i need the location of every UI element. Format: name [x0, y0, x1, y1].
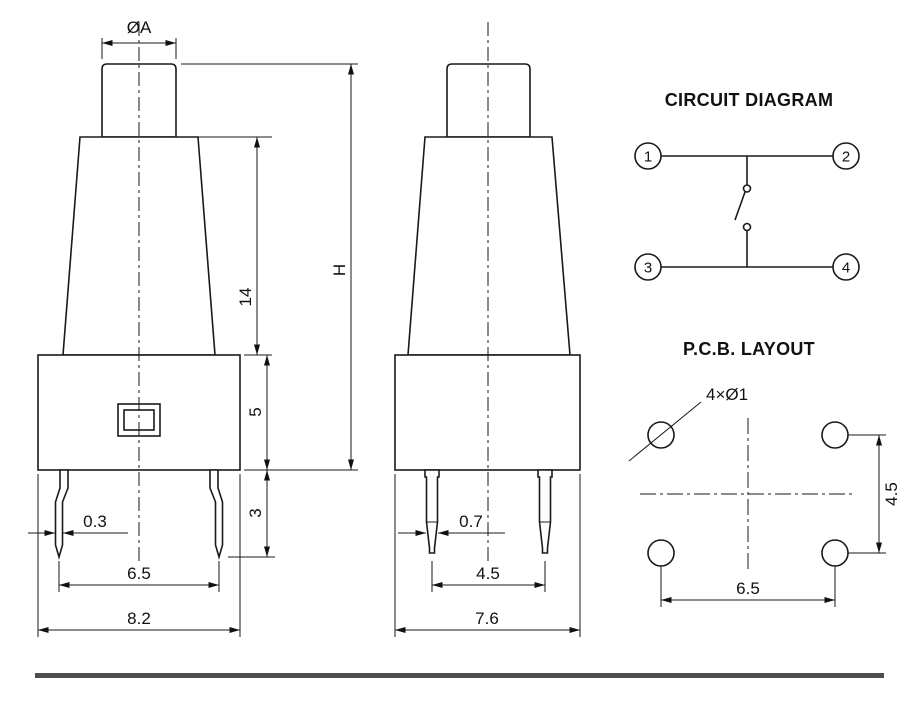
circuit-terminal-4-label: 4 — [842, 260, 850, 277]
front-view: ØA 14 H 5 3 0.3 — [28, 18, 358, 637]
pcb-vertical-pitch-label: 4.5 — [882, 482, 901, 506]
circuit-terminal-4-circle — [832, 253, 860, 281]
circuit-diagram: CIRCUIT DIAGRAM 1 2 3 4 — [634, 90, 860, 281]
front-pin-right — [209, 469, 224, 560]
front-body-width-label: 8.2 — [127, 609, 151, 628]
switch-contact-bottom — [742, 222, 752, 232]
circuit-terminal-1-circle — [634, 142, 662, 170]
side-width-extension-lines — [394, 474, 581, 637]
side-pin-right — [537, 469, 553, 554]
side-view: 0.7 4.5 7.6 — [394, 22, 581, 637]
front-base-height-label: 5 — [246, 407, 265, 416]
front-pin-length-label: 3 — [246, 508, 265, 517]
pcb-hole-callout-leader — [628, 401, 702, 462]
pcb-layout: P.C.B. LAYOUT 4×Ø1 4.5 6.5 — [628, 339, 901, 607]
circuit-terminal-2-circle — [832, 142, 860, 170]
pcb-hole-top-right — [821, 421, 849, 449]
pcb-layout-title: P.C.B. LAYOUT — [683, 339, 815, 359]
circuit-terminal-3-circle — [634, 253, 662, 281]
front-pitch-extension-lines — [58, 561, 220, 592]
pcb-hole-bottom-left — [647, 539, 675, 567]
pcb-vertical-extension-lines — [848, 434, 886, 554]
front-cap-extension-lines — [101, 38, 177, 59]
front-stem-height-label: 14 — [236, 288, 255, 307]
circuit-terminal-2-label: 2 — [842, 149, 850, 166]
pcb-horizontal-pitch-label: 6.5 — [736, 579, 760, 598]
footer-rule — [35, 673, 884, 678]
circuit-diagram-title: CIRCUIT DIAGRAM — [665, 90, 834, 110]
circuit-terminal-1-label: 1 — [644, 149, 652, 166]
front-pin-pitch-label: 6.5 — [127, 564, 151, 583]
front-total-height-label: H — [330, 264, 349, 276]
side-pin-width-label: 0.7 — [459, 512, 483, 531]
side-body — [407, 136, 571, 356]
side-pitch-extension-lines — [431, 561, 546, 592]
side-pin-left — [424, 469, 440, 554]
side-pin-pitch-label: 4.5 — [476, 564, 500, 583]
switch-contact-top — [742, 184, 752, 193]
front-pin-left — [54, 469, 69, 560]
circuit-terminal-3-label: 3 — [644, 260, 652, 277]
front-width-extension-lines — [37, 474, 241, 637]
front-pin-width-label: 0.3 — [83, 512, 107, 531]
pcb-hole-callout-label: 4×Ø1 — [706, 385, 748, 404]
pcb-hole-bottom-right — [821, 539, 849, 567]
side-body-width-label: 7.6 — [475, 609, 499, 628]
front-height-extension-lines — [181, 63, 358, 471]
switch-lever — [734, 191, 746, 221]
